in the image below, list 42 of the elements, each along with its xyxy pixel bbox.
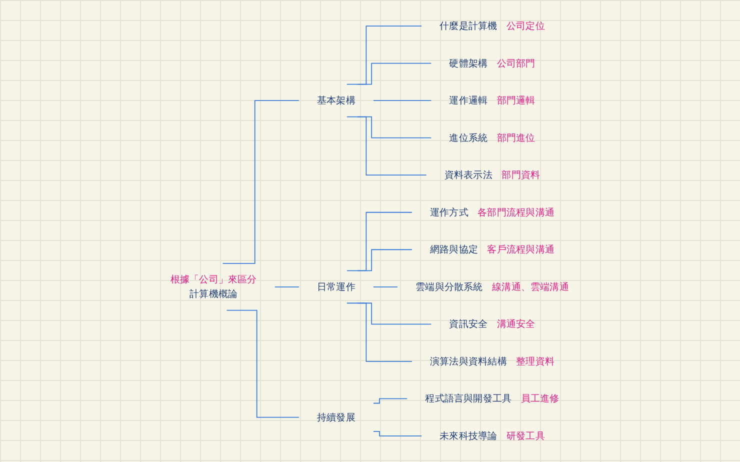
- node-text: 資料表示法: [444, 169, 493, 181]
- connector: [222, 100, 300, 264]
- node-text: 運作方式: [430, 206, 469, 218]
- node-label: 公司部門: [497, 57, 536, 69]
- connector: [373, 100, 432, 102]
- connector: [373, 430, 422, 436]
- connector: [373, 286, 398, 288]
- node-text: 什麼是計算機: [440, 20, 498, 32]
- node-label: 客戶流程與溝通: [488, 244, 555, 256]
- node-label: 部門邏輯: [497, 94, 536, 106]
- connector: [274, 286, 300, 288]
- connector: [346, 302, 413, 362]
- node-text: 硬體架構: [450, 57, 488, 69]
- node-label: 整理資料: [516, 355, 555, 367]
- node-text: 持續發展: [317, 411, 356, 423]
- node-label: 溝通安全: [497, 318, 536, 330]
- node-text: 程式語言與開發工具: [426, 392, 512, 404]
- connector: [373, 398, 408, 404]
- node-label: 公司定位: [506, 20, 546, 32]
- node-label: 研發工具: [506, 430, 546, 442]
- node-text: 演算法與資料結構: [430, 355, 508, 367]
- node-label: 部門資料: [502, 169, 540, 181]
- node-text: 日常運作: [317, 280, 356, 292]
- node-text: 進位系統: [450, 132, 488, 144]
- node-label: 線溝通、雲端溝通: [492, 280, 570, 292]
- node-text: 資訊安全: [450, 318, 488, 330]
- node-label: 根據「公司」來區分: [170, 274, 258, 286]
- connector: [358, 62, 432, 85]
- connector: [346, 116, 428, 176]
- node-text: 運作邏輯: [450, 94, 488, 106]
- node-text: 雲端與分散系統: [416, 280, 484, 292]
- node-text: 網路與協定: [430, 244, 478, 256]
- node-label: 各部門流程與溝通: [478, 206, 555, 218]
- node-label: 員工進修: [521, 392, 560, 404]
- connector: [226, 310, 300, 418]
- node-text: 基本架構: [317, 94, 356, 106]
- connector: [358, 249, 413, 272]
- node-label: 部門進位: [497, 132, 536, 144]
- node-text: 計算機概論: [190, 288, 238, 300]
- node-text: 未來科技導論: [440, 430, 498, 442]
- connector: [346, 212, 413, 272]
- connector: [346, 26, 422, 85]
